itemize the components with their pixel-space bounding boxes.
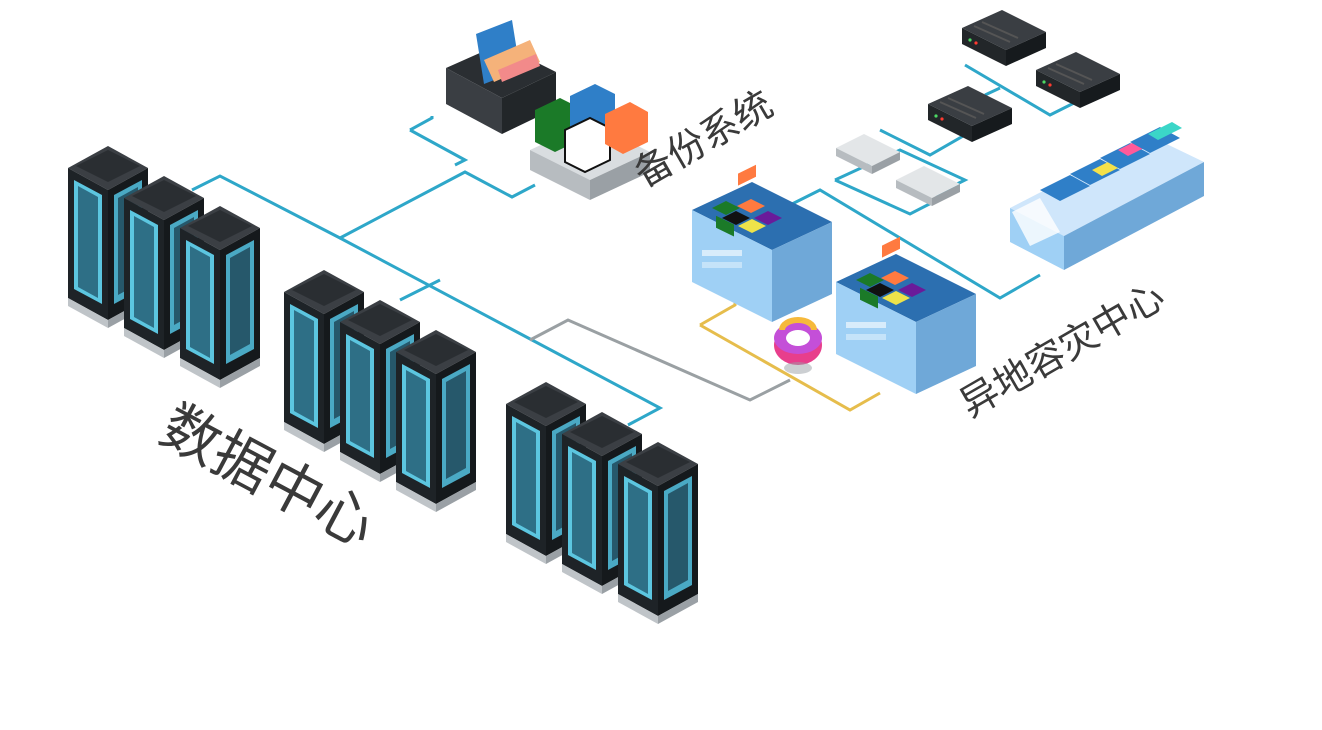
network-links xyxy=(191,63,1081,427)
replication-ring-icon xyxy=(774,317,822,374)
backup-appliance-icon xyxy=(530,84,650,200)
server-rack-icon xyxy=(68,146,698,624)
backup-box-icon xyxy=(446,20,556,134)
tape-library-icon xyxy=(1010,122,1204,270)
rack-server-icon xyxy=(927,9,1121,143)
